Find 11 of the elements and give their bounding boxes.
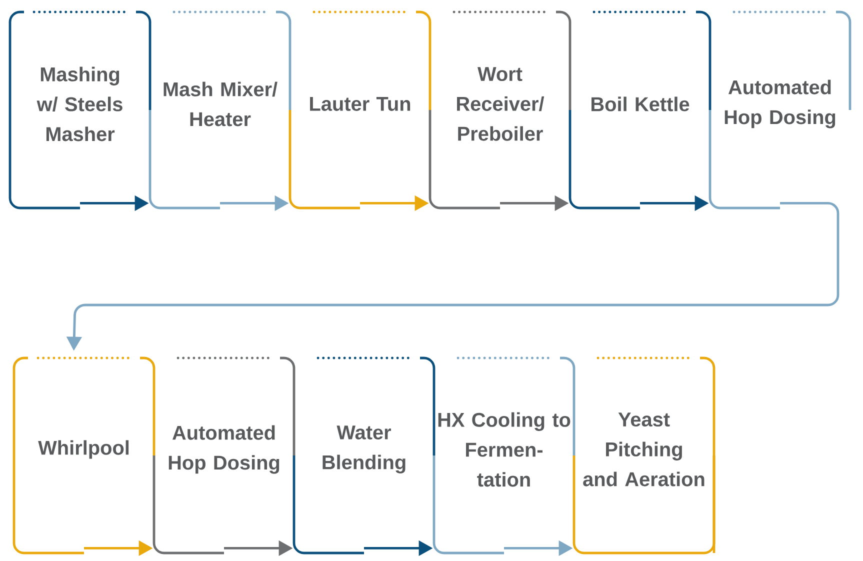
process-box: HX Cooling to Fermen- tation (432, 356, 576, 554)
process-box: Wort Receiver/ Preboiler (428, 10, 572, 210)
process-box: Automated Hop Dosing (152, 356, 296, 554)
process-box: Mashing w/ Steels Masher (8, 10, 152, 210)
process-box: Water Blending (292, 356, 436, 554)
process-box: Automated Hop Dosing (708, 10, 852, 210)
process-box: Yeast Pitching and Aeration (572, 356, 716, 554)
process-box: Lauter Tun (288, 10, 432, 210)
process-box: Boil Kettle (568, 10, 712, 210)
process-box: Whirlpool (12, 356, 156, 554)
process-box: Mash Mixer/ Heater (148, 10, 292, 210)
